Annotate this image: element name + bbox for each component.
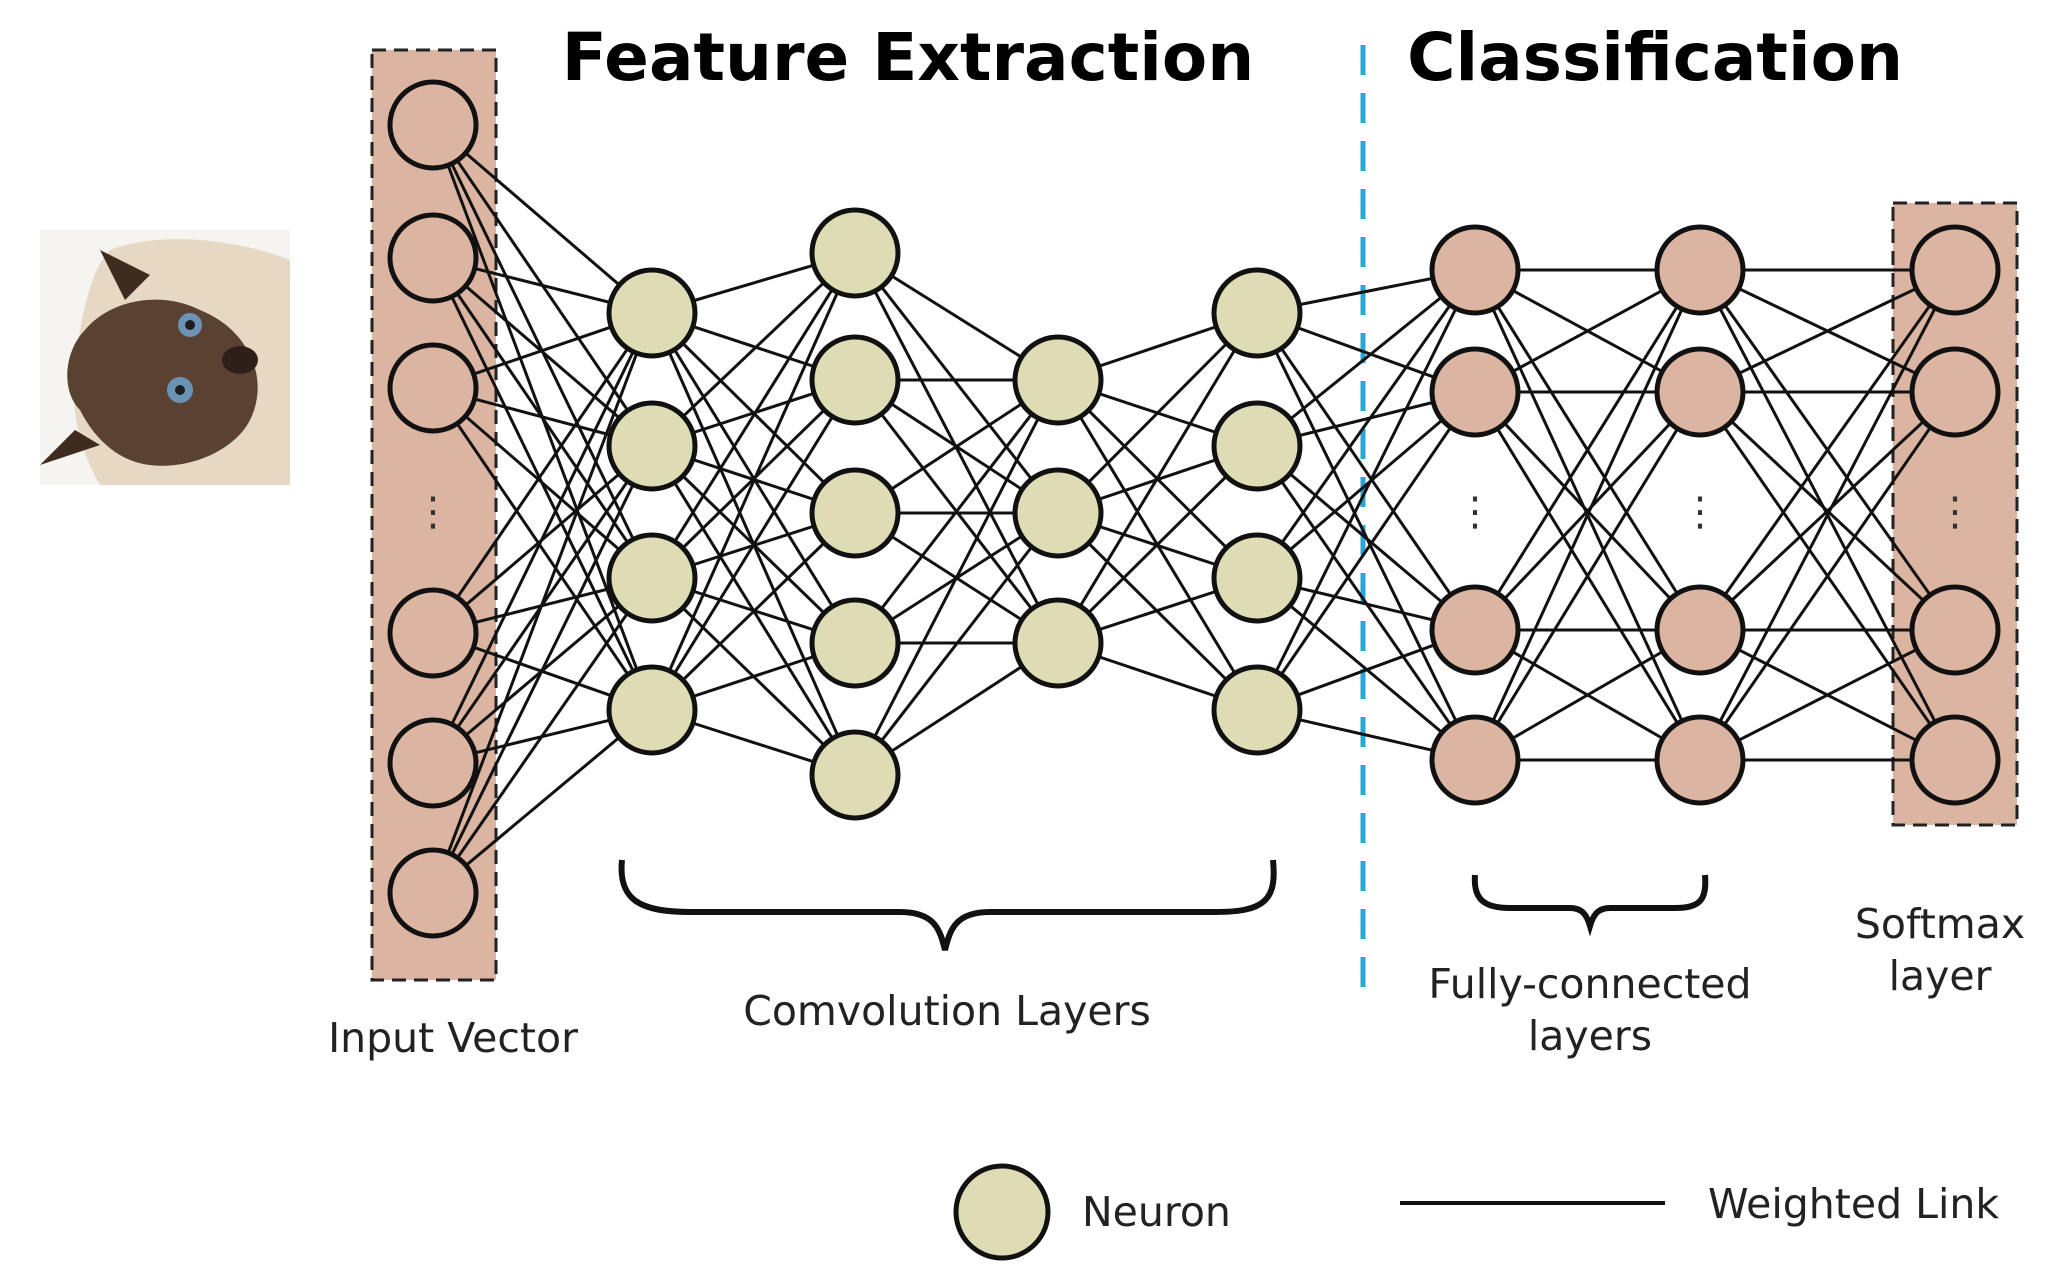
link-conv1-3-conv2-0	[650, 252, 857, 711]
softmax-ellipsis: ⋮	[1935, 489, 1975, 535]
softmax-neuron-3	[1909, 714, 2001, 806]
link-fc2-3-softmax-1	[1698, 391, 1957, 761]
conv4-neuron-1	[1211, 400, 1303, 492]
conv4-neuron-0	[1211, 267, 1303, 359]
link-conv1-3-conv2-2	[650, 511, 857, 712]
link-input-5-conv1-0	[431, 312, 654, 894]
convolution-layers-label: Comvolution Layers	[743, 987, 1151, 1035]
link-conv2-0-conv3-1	[853, 252, 1060, 514]
link-input-3-conv1-0	[431, 312, 654, 634]
conv2-neuron-1	[809, 334, 901, 426]
conv3-neuron-1	[1012, 467, 1104, 559]
link-input-5-conv1-1	[431, 445, 654, 894]
link-conv4-0-fc1-2	[1255, 312, 1477, 631]
fully-connected-brace	[1471, 874, 1709, 937]
feature-extraction-title: Feature Extraction	[562, 19, 1254, 96]
input-neuron-0	[387, 79, 479, 171]
link-input-5-conv1-3	[432, 708, 653, 895]
link-conv1-3-conv2-1	[650, 379, 857, 711]
convolution-brace	[618, 859, 1277, 951]
conv1-neuron-1	[606, 400, 698, 492]
link-fc2-2-softmax-1	[1698, 390, 1957, 632]
link-conv2-4-conv3-1	[853, 512, 1060, 776]
conv2-neuron-2	[809, 467, 901, 559]
input-ellipsis: ⋮	[413, 489, 453, 535]
conv3-neuron-2	[1012, 597, 1104, 689]
link-conv1-2-conv2-0	[650, 252, 857, 579]
link-conv4-3-fc1-0	[1255, 269, 1477, 711]
link-conv4-2-fc1-0	[1255, 269, 1477, 579]
legend-link-label: Weighted Link	[1708, 1180, 1999, 1228]
link-conv1-1-conv2-0	[650, 251, 857, 448]
cat-image	[40, 230, 290, 485]
input-neuron-2	[387, 342, 479, 434]
softmax-label-line1: Softmax	[1855, 900, 2025, 948]
fc1-neuron-0	[1429, 224, 1521, 316]
link-fc1-3-fc2-0	[1473, 269, 1702, 761]
link-input-4-conv1-0	[431, 312, 654, 764]
softmax-neuron-1	[1909, 346, 2001, 438]
input-vector-label: Input Vector	[328, 1014, 578, 1062]
fc2-neuron-2	[1654, 584, 1746, 676]
link-conv3-2-conv4-0	[1056, 312, 1259, 644]
link-conv4-2-fc1-1	[1256, 390, 1476, 580]
fully-connected-label-line2: layers	[1528, 1012, 1652, 1060]
link-input-5-conv1-2	[431, 577, 654, 894]
input-neuron-5	[387, 847, 479, 939]
fc1-neuron-3	[1429, 714, 1521, 806]
conv1-neuron-2	[606, 532, 698, 624]
link-fc2-3-softmax-2	[1699, 628, 1956, 762]
fc2-neuron-1	[1654, 346, 1746, 438]
classification-title: Classification	[1407, 19, 1903, 96]
conv3-neuron-0	[1012, 334, 1104, 426]
conv1-neuron-0	[606, 267, 698, 359]
conv2-neuron-0	[809, 207, 901, 299]
conv1-neuron-3	[606, 664, 698, 756]
link-fc1-2-fc2-0	[1473, 269, 1702, 631]
fully-connected-label-line1: Fully-connected	[1428, 960, 1751, 1008]
link-conv3-2-conv4-1	[1056, 444, 1259, 645]
link-conv2-4-conv3-0	[853, 379, 1060, 776]
link-fc1-2-fc2-1	[1473, 390, 1702, 632]
fc1-ellipsis: ⋮	[1455, 489, 1495, 535]
softmax-neuron-0	[1909, 224, 2001, 316]
fc2-ellipsis: ⋮	[1680, 489, 1720, 535]
link-fc2-1-softmax-0	[1699, 268, 1956, 394]
link-fc2-3-softmax-0	[1698, 269, 1957, 761]
link-input-2-conv1-3	[431, 387, 654, 711]
conv2-neuron-4	[809, 729, 901, 821]
link-fc2-2-softmax-0	[1698, 269, 1957, 631]
input-neuron-4	[387, 717, 479, 809]
link-input-0-conv1-0	[432, 123, 653, 315]
fc2-neuron-0	[1654, 224, 1746, 316]
fc1-neuron-2	[1429, 584, 1521, 676]
link-input-2-conv1-2	[432, 386, 653, 580]
link-conv2-3-conv3-0	[853, 379, 1060, 644]
legend: Neuron Weighted Link	[953, 1163, 1999, 1261]
link-conv3-1-conv4-0	[1056, 311, 1259, 515]
input-neuron-1	[387, 212, 479, 304]
link-conv4-3-fc1-1	[1255, 391, 1477, 711]
link-fc1-3-fc2-1	[1473, 391, 1702, 761]
fc2-neuron-3	[1654, 714, 1746, 806]
softmax-label-line2: layer	[1889, 952, 1992, 1000]
legend-neuron-icon	[953, 1163, 1051, 1261]
softmax-neuron-2	[1909, 584, 2001, 676]
conv4-neuron-3	[1211, 664, 1303, 756]
link-conv4-1-fc1-2	[1256, 444, 1476, 632]
conv4-neuron-2	[1211, 532, 1303, 624]
input-layer-box	[370, 48, 498, 982]
fc1-neuron-1	[1429, 346, 1521, 438]
input-neuron-3	[387, 587, 479, 679]
conv2-neuron-3	[809, 597, 901, 689]
legend-neuron-label: Neuron	[1082, 1188, 1231, 1236]
neurons	[387, 79, 2001, 939]
link-conv4-1-fc1-0	[1256, 268, 1476, 448]
